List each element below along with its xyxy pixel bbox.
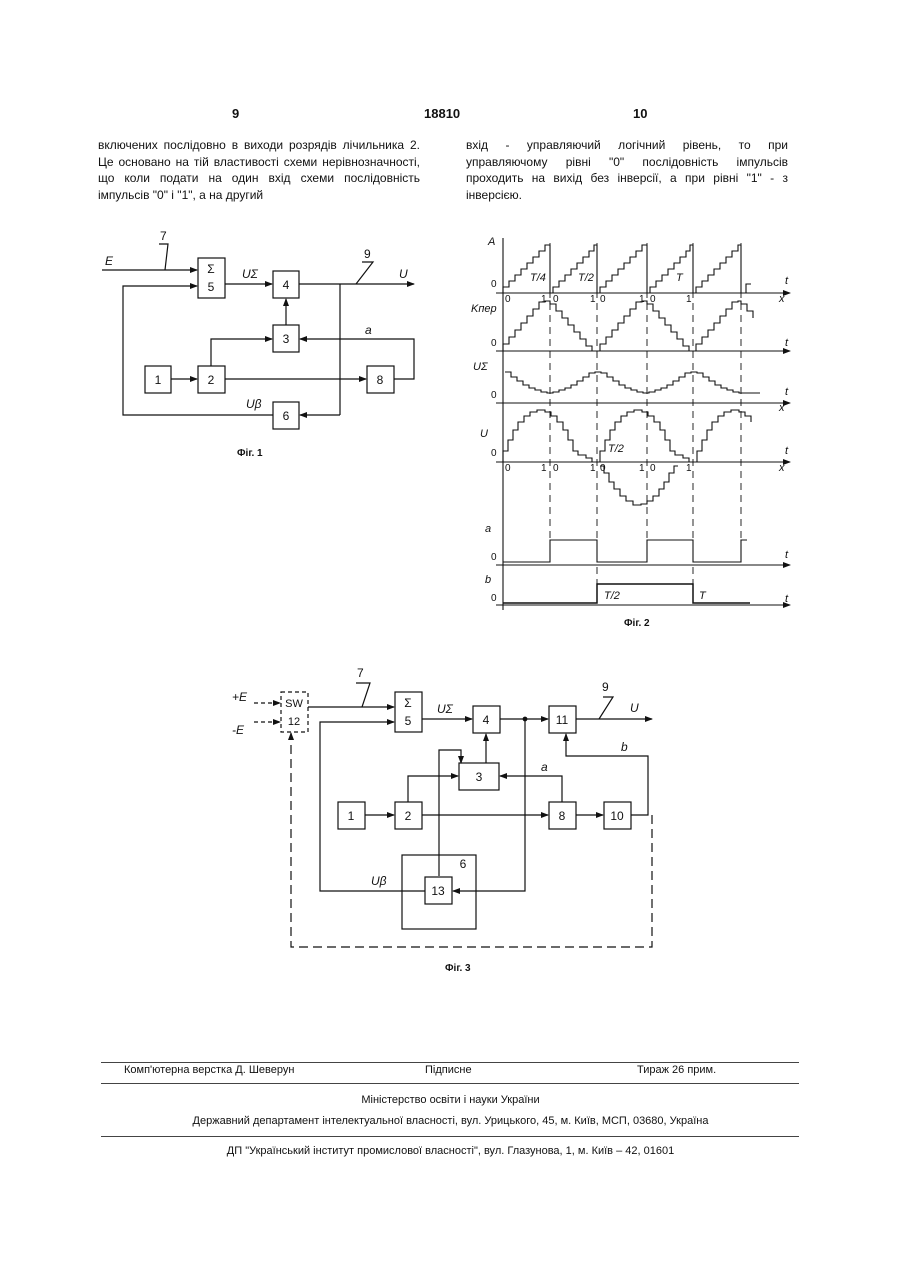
footer-rule-bottom bbox=[101, 1136, 799, 1137]
footer-department: Державний департамент інтелектуальної вл… bbox=[0, 1115, 901, 1127]
fig1-label-e: E bbox=[105, 254, 114, 268]
fig2-tick-1c: 1 bbox=[639, 294, 645, 305]
fig3-block-5-label: 5 bbox=[405, 714, 412, 728]
fig2-t-5: t bbox=[785, 549, 789, 561]
fig1-block-1-label: 1 bbox=[155, 373, 162, 387]
fig2-label-Usum: UΣ bbox=[473, 361, 488, 373]
fig3-block-12-label: 12 bbox=[288, 716, 300, 728]
fig3-block-4-label: 4 bbox=[483, 713, 490, 727]
fig2-tick-1h: 1 bbox=[686, 463, 692, 474]
footer-circulation: Тираж 26 прим. bbox=[637, 1064, 716, 1076]
fig1-caption: Фіг. 1 bbox=[237, 448, 263, 459]
fig2-caption: Фіг. 2 bbox=[624, 618, 650, 629]
fig1-sigma: Σ bbox=[207, 262, 214, 276]
fig2-tick-0d: 0 bbox=[650, 294, 656, 305]
fig1-label-usum: UΣ bbox=[242, 267, 259, 281]
fig2-tick-0h: 0 bbox=[650, 463, 656, 474]
fig2-tick-0e: 0 bbox=[505, 463, 511, 474]
fig1-label-output: U bbox=[399, 267, 408, 281]
fig3-block-11-label: 11 bbox=[556, 713, 569, 727]
fig3-label-minus-e: -E bbox=[232, 723, 245, 737]
fig3-label-9: 9 bbox=[602, 680, 609, 694]
footer-signed: Підписне bbox=[425, 1064, 472, 1076]
fig2-tick-0c: 0 bbox=[600, 294, 606, 305]
fig3-block-10-label: 10 bbox=[610, 809, 624, 823]
footer-ministry: Міністерство освіти і науки України bbox=[0, 1094, 901, 1106]
fig2-t-1: t bbox=[785, 275, 789, 287]
fig2-zero-3: 0 bbox=[491, 390, 497, 401]
fig2-label-U: U bbox=[480, 428, 488, 440]
footer-rule-top bbox=[101, 1062, 799, 1063]
fig2-label-T-a: T bbox=[676, 272, 684, 284]
fig2-label-b: b bbox=[485, 574, 491, 586]
fig3-block-6-label: 6 bbox=[460, 857, 467, 871]
fig3-diagram bbox=[254, 683, 652, 947]
fig3-label-b: b bbox=[621, 740, 628, 754]
fig3-block-2-label: 2 bbox=[405, 809, 412, 823]
fig2-tick-0g: 0 bbox=[600, 463, 606, 474]
fig2-zero-4: 0 bbox=[491, 448, 497, 459]
fig1-block-6-label: 6 bbox=[283, 409, 290, 423]
fig3-block-3-label: 3 bbox=[476, 770, 483, 784]
fig1-label-a: a bbox=[365, 323, 372, 337]
fig2-tick-0a: 0 bbox=[505, 294, 511, 305]
fig2-t-4: t bbox=[785, 445, 789, 457]
fig3-caption: Фіг. 3 bbox=[445, 963, 471, 974]
fig1-block-5-label: 5 bbox=[208, 280, 215, 294]
fig2-label-T2-c: T/2 bbox=[604, 590, 620, 602]
fig3-label-output: U bbox=[630, 701, 639, 715]
fig2-tick-1a: 1 bbox=[541, 294, 547, 305]
fig2-t-6: t bbox=[785, 593, 789, 605]
footer-typesetter: Комп'ютерна верстка Д. Шеверун bbox=[124, 1064, 294, 1076]
fig2-x-1: x bbox=[778, 293, 785, 305]
fig2-label-T-b: T bbox=[699, 590, 707, 602]
fig2-tick-1b: 1 bbox=[590, 294, 596, 305]
fig3-sigma: Σ bbox=[404, 696, 411, 710]
fig2-zero-6: 0 bbox=[491, 593, 497, 604]
fig1-block-4-label: 4 bbox=[283, 278, 290, 292]
fig2-zero-5: 0 bbox=[491, 552, 497, 563]
fig2-label-A: A bbox=[487, 236, 495, 248]
fig2-tick-1d: 1 bbox=[686, 294, 692, 305]
fig3-label-7: 7 bbox=[357, 666, 364, 680]
fig3-label-a: a bbox=[541, 760, 548, 774]
fig2-tick-0f: 0 bbox=[553, 463, 559, 474]
fig3-block-8-label: 8 bbox=[559, 809, 566, 823]
fig2-label-a: a bbox=[485, 523, 491, 535]
footer-institute: ДП "Український інститут промислової вла… bbox=[0, 1145, 901, 1157]
fig3-label-usum: UΣ bbox=[437, 702, 454, 716]
fig2-tick-1e: 1 bbox=[541, 463, 547, 474]
fig1-label-ubeta: Uβ bbox=[246, 397, 262, 411]
fig2-label-T2-b: T/2 bbox=[608, 443, 624, 455]
fig2-label-Kper: Kпер bbox=[471, 303, 497, 315]
fig1-block-3-label: 3 bbox=[283, 332, 290, 346]
fig3-label-ubeta: Uβ bbox=[371, 874, 387, 888]
fig2-label-T2-a: T/2 bbox=[578, 272, 594, 284]
fig1-label-9: 9 bbox=[364, 247, 371, 261]
fig1-block-2-label: 2 bbox=[208, 373, 215, 387]
fig3-block-12-sw: SW bbox=[285, 698, 303, 710]
fig3-block-1-label: 1 bbox=[348, 809, 355, 823]
fig2-tick-1f: 1 bbox=[590, 463, 596, 474]
fig2-zero-1: 0 bbox=[491, 279, 497, 290]
fig1-label-7: 7 bbox=[160, 229, 167, 243]
footer-rule-middle bbox=[101, 1083, 799, 1084]
fig2-t-2: t bbox=[785, 337, 789, 349]
fig2-x-3: x bbox=[778, 402, 785, 414]
fig3-block-13-label: 13 bbox=[431, 884, 445, 898]
fig3-label-plus-e: +E bbox=[232, 690, 248, 704]
fig2-tick-0b: 0 bbox=[553, 294, 559, 305]
fig2-t-3: t bbox=[785, 386, 789, 398]
fig2-label-T4: T/4 bbox=[530, 272, 546, 284]
fig2-zero-2: 0 bbox=[491, 338, 497, 349]
fig2-tick-1g: 1 bbox=[639, 463, 645, 474]
fig2-x-4: x bbox=[778, 462, 785, 474]
fig1-block-8-label: 8 bbox=[377, 373, 384, 387]
